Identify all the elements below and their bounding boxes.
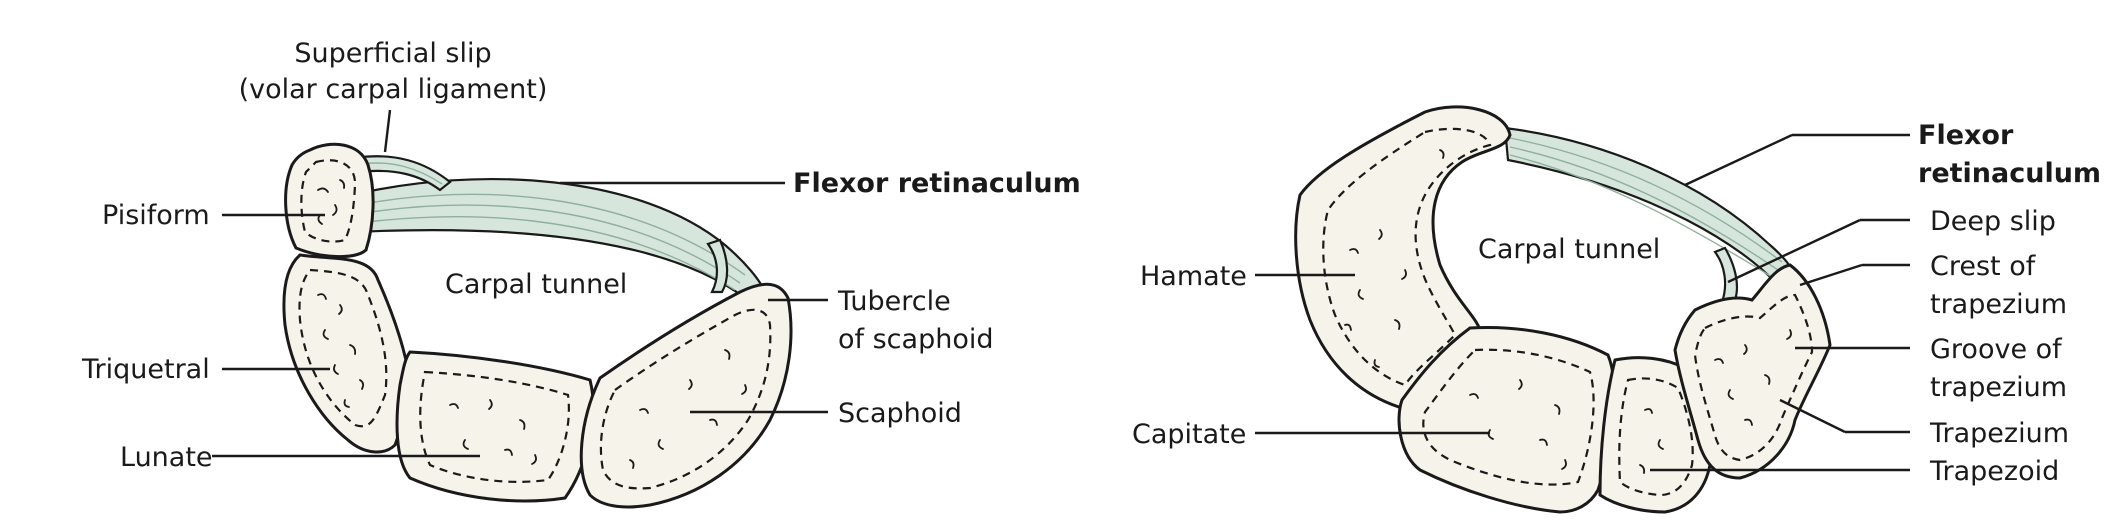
label-carpal-tunnel-right: Carpal tunnel xyxy=(1478,234,1660,265)
label-crest-of: Crest of xyxy=(1930,251,2037,282)
label-tubercle: Tubercle xyxy=(837,286,951,317)
lunate-bone xyxy=(395,350,595,503)
left-superficial-slip-band xyxy=(353,155,452,192)
label-pisiform: Pisiform xyxy=(102,200,210,231)
scaphoid-bone xyxy=(579,282,793,509)
label-deep-slip: Deep slip xyxy=(1930,206,2056,237)
label-scaphoid: Scaphoid xyxy=(838,398,962,429)
label-trapezoid: Trapezoid xyxy=(1929,456,2059,487)
triquetral-bone xyxy=(282,253,412,454)
label-hamate: Hamate xyxy=(1140,261,1247,292)
label-flexor: Flexor xyxy=(1918,120,2014,151)
label-superficial-slip: Superficial slip xyxy=(294,38,491,69)
leader-deep-slip-a xyxy=(1727,218,1861,284)
left-flexor-retinaculum-band xyxy=(350,177,767,300)
label-volar-carpal-ligament: (volar carpal ligament) xyxy=(239,74,548,105)
label-groove-of: Groove of xyxy=(1930,334,2063,365)
label-crest-trapezium: trapezium xyxy=(1930,289,2067,320)
capitate-bone xyxy=(1397,326,1617,514)
label-of-scaphoid: of scaphoid xyxy=(838,324,993,355)
label-retinaculum: retinaculum xyxy=(1918,158,2101,189)
leader-flexor-retinaculum-right-a xyxy=(1684,133,1793,187)
pisiform-bone xyxy=(284,142,375,259)
label-flexor-retinaculum-left: Flexor retinaculum xyxy=(793,168,1081,199)
leader-trapezium-a xyxy=(1779,398,1846,434)
leader-crest-of-trapezium-a xyxy=(1799,263,1863,287)
label-groove-trapezium: trapezium xyxy=(1930,372,2067,403)
leader-superficial-slip xyxy=(383,109,392,153)
trapezium-bone xyxy=(1673,263,1832,480)
label-capitate: Capitate xyxy=(1132,419,1246,450)
label-trapezium: Trapezium xyxy=(1929,418,2069,449)
label-lunate: Lunate xyxy=(120,442,213,473)
label-carpal-tunnel-left: Carpal tunnel xyxy=(445,269,627,300)
left-panel: Superficial slip (volar carpal ligament)… xyxy=(81,38,1081,509)
label-triquetral: Triquetral xyxy=(81,354,210,385)
right-panel: Flexor retinaculum Carpal tunnel Hamate … xyxy=(1132,105,2101,514)
